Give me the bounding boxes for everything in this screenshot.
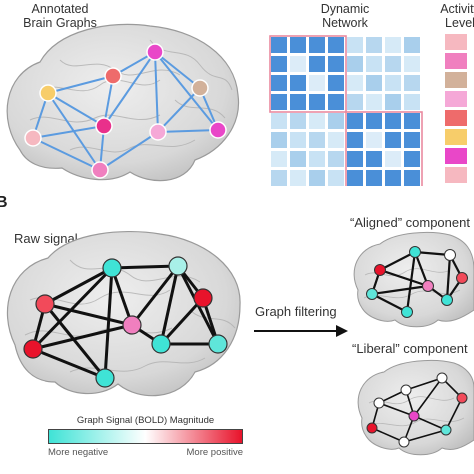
matrix-cell: [347, 151, 363, 167]
activity-level-cell: [445, 129, 467, 145]
dynamic-network-title: Dynamic Network: [320, 2, 370, 30]
matrix-cell: [347, 94, 363, 110]
filtering-arrow: [254, 325, 348, 337]
matrix-cell: [309, 151, 325, 167]
scale-positive-label: More positive: [186, 447, 244, 458]
matrix-cell: [366, 56, 382, 72]
matrix-cell: [404, 56, 420, 72]
matrix-cell: [309, 113, 325, 129]
matrix-cell: [404, 170, 420, 186]
matrix-cell: [385, 75, 401, 91]
matrix-cell: [290, 94, 306, 110]
matrix-cell: [328, 56, 344, 72]
aligned-component-label: “Aligned” component: [350, 215, 470, 230]
matrix-cell: [328, 132, 344, 148]
activity-level-title: Activity Level: [440, 2, 474, 30]
activity-level-bar: [445, 34, 467, 186]
scale-negative-label: More negative: [48, 447, 109, 458]
brain-shape: [6, 23, 240, 182]
matrix-cell: [385, 151, 401, 167]
activity-level-cell: [445, 34, 467, 50]
activity-level-cell: [445, 167, 467, 183]
matrix-cell: [290, 132, 306, 148]
matrix-cell: [404, 132, 420, 148]
matrix-cell: [290, 56, 306, 72]
matrix-cell: [309, 75, 325, 91]
matrix-cell: [385, 37, 401, 53]
dynamic-network-matrix: [269, 35, 423, 186]
raw-signal-label: Raw signal: [14, 231, 78, 246]
raw-signal-brain-graph: [6, 230, 241, 397]
matrix-cell: [366, 94, 382, 110]
matrix-cell: [328, 113, 344, 129]
matrix-cell: [290, 151, 306, 167]
activity-level-cell: [445, 53, 467, 69]
matrix-cell: [290, 37, 306, 53]
matrix-cell: [347, 113, 363, 129]
matrix-cell: [271, 170, 287, 186]
signal-magnitude-colorbar: [48, 429, 243, 444]
matrix-cell: [385, 113, 401, 129]
matrix-cell: [271, 37, 287, 53]
matrix-cell: [328, 94, 344, 110]
matrix-cell: [271, 132, 287, 148]
matrix-cell: [328, 151, 344, 167]
matrix-cell: [404, 37, 420, 53]
matrix-cell: [366, 75, 382, 91]
matrix-cell: [347, 132, 363, 148]
matrix-cell: [404, 94, 420, 110]
activity-level-cell: [445, 72, 467, 88]
matrix-cell: [366, 151, 382, 167]
matrix-cell: [271, 94, 287, 110]
matrix-cell: [366, 37, 382, 53]
matrix-cell: [328, 170, 344, 186]
matrix-cell: [271, 113, 287, 129]
liberal-component-brain: [357, 359, 474, 456]
matrix-cell: [404, 113, 420, 129]
matrix-cell: [290, 75, 306, 91]
matrix-cell: [366, 170, 382, 186]
activity-level-cell: [445, 148, 467, 164]
matrix-cell: [385, 170, 401, 186]
liberal-component-label: “Liberal” component: [352, 341, 468, 356]
matrix-cell: [271, 151, 287, 167]
panel-b-letter: B: [0, 194, 8, 211]
matrix-cell: [347, 37, 363, 53]
activity-level-cell: [445, 91, 467, 107]
matrix-cell: [290, 170, 306, 186]
matrix-cell: [404, 75, 420, 91]
activity-level-cell: [445, 110, 467, 126]
matrix-cell: [404, 151, 420, 167]
annotated-brain-graph: [6, 23, 240, 182]
scale-title: Graph Signal (BOLD) Magnitude: [76, 415, 215, 426]
aligned-component-brain: [353, 231, 474, 328]
matrix-cell: [271, 75, 287, 91]
matrix-cell: [328, 75, 344, 91]
matrix-cell: [385, 132, 401, 148]
graph-filtering-label: Graph filtering: [255, 304, 337, 319]
matrix-cell: [347, 75, 363, 91]
matrix-cell: [366, 113, 382, 129]
matrix-cell: [309, 94, 325, 110]
matrix-cell: [347, 56, 363, 72]
community-block-outline: [269, 35, 347, 113]
matrix-cell: [328, 37, 344, 53]
matrix-cell: [385, 56, 401, 72]
matrix-cell: [385, 94, 401, 110]
matrix-cell: [309, 170, 325, 186]
matrix-cell: [271, 56, 287, 72]
matrix-cell: [309, 56, 325, 72]
matrix-cell: [290, 113, 306, 129]
matrix-cell: [309, 37, 325, 53]
brain-graphs-title: Annotated Brain Graphs: [23, 2, 97, 30]
matrix-cell: [366, 132, 382, 148]
matrix-cell: [347, 170, 363, 186]
matrix-cell: [309, 132, 325, 148]
community-block-outline: [345, 111, 423, 186]
